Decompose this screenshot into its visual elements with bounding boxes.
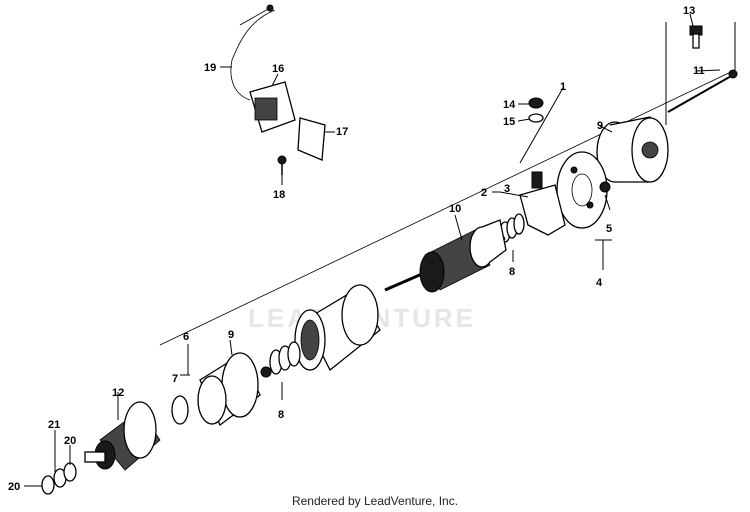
label-3: 3 xyxy=(504,183,510,195)
leader-line-1 xyxy=(519,87,564,164)
label-1: 1 xyxy=(560,81,566,93)
part-14-nut xyxy=(528,97,544,109)
part-3-brush-holder xyxy=(519,171,566,236)
label-16: 16 xyxy=(272,63,284,75)
label-6: 6 xyxy=(183,331,189,343)
label-12: 12 xyxy=(112,387,124,399)
label-21: 21 xyxy=(48,419,60,431)
part-10-armature xyxy=(384,219,507,293)
part-20-21-retainers xyxy=(41,462,77,495)
label-5: 5 xyxy=(606,223,612,235)
footer-credit: Rendered by LeadVenture, Inc. xyxy=(291,494,459,508)
part-16-relay xyxy=(249,81,296,133)
part-13-bolt xyxy=(665,22,736,125)
label-9-rear: 9 xyxy=(597,120,603,132)
label-8-upper: 8 xyxy=(509,266,515,278)
part-8-washers-lower xyxy=(260,341,301,378)
part-12-pinion-clutch xyxy=(84,401,161,471)
part-19-wire-harness xyxy=(230,4,276,101)
label-7: 7 xyxy=(172,373,178,385)
label-20-upper: 20 xyxy=(64,435,76,447)
label-13: 13 xyxy=(683,5,695,17)
label-4: 4 xyxy=(596,277,603,289)
part-4-brush-holder-plate xyxy=(556,151,611,229)
label-10: 10 xyxy=(449,203,461,215)
part-9-rear-cover xyxy=(596,116,669,183)
part-17-bracket xyxy=(297,117,326,161)
part-18-screw xyxy=(277,155,287,175)
part-7-o-ring xyxy=(171,395,189,425)
assembly-axis-line xyxy=(159,69,736,346)
part-labels: 1 2 3 4 5 6 7 8 8 9 9 10 11 12 13 14 15 … xyxy=(8,5,705,493)
label-18: 18 xyxy=(273,189,285,201)
part-11-through-bolt xyxy=(667,69,738,113)
label-9-front: 9 xyxy=(228,329,234,341)
label-17: 17 xyxy=(336,126,348,138)
label-2: 2 xyxy=(481,187,487,199)
label-19: 19 xyxy=(204,62,216,74)
label-8-lower: 8 xyxy=(278,409,284,421)
label-15: 15 xyxy=(503,116,515,128)
label-14: 14 xyxy=(503,99,516,111)
part-15-washer xyxy=(528,113,544,123)
leader-lines xyxy=(24,13,721,487)
part-9-front-housing xyxy=(197,352,261,427)
label-20-lower: 20 xyxy=(8,481,20,493)
label-11: 11 xyxy=(693,65,705,77)
field-yoke-housing xyxy=(294,284,381,372)
